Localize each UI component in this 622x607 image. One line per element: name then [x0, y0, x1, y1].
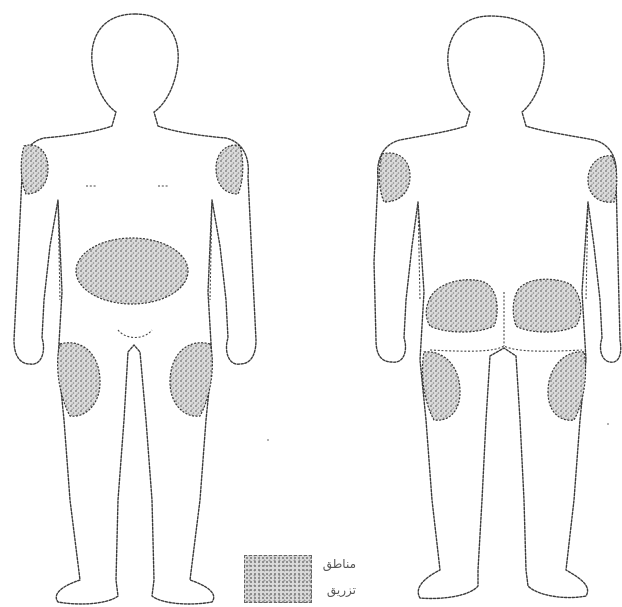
- front-body-outline: [14, 14, 256, 604]
- back-body-figure: [374, 16, 621, 599]
- back-body-outline: [374, 16, 621, 599]
- legend: مناطق تزريق: [244, 553, 354, 605]
- speck-mark: [607, 423, 609, 425]
- speck-mark: [267, 439, 269, 441]
- legend-label-line-1: مناطق: [316, 557, 356, 571]
- front-abdomen-zone: [76, 238, 188, 304]
- legend-swatch: [244, 555, 312, 603]
- back-right-buttock-zone: [513, 279, 581, 332]
- legend-label-line-2: تزريق: [316, 583, 356, 597]
- front-body-figure: [14, 14, 256, 604]
